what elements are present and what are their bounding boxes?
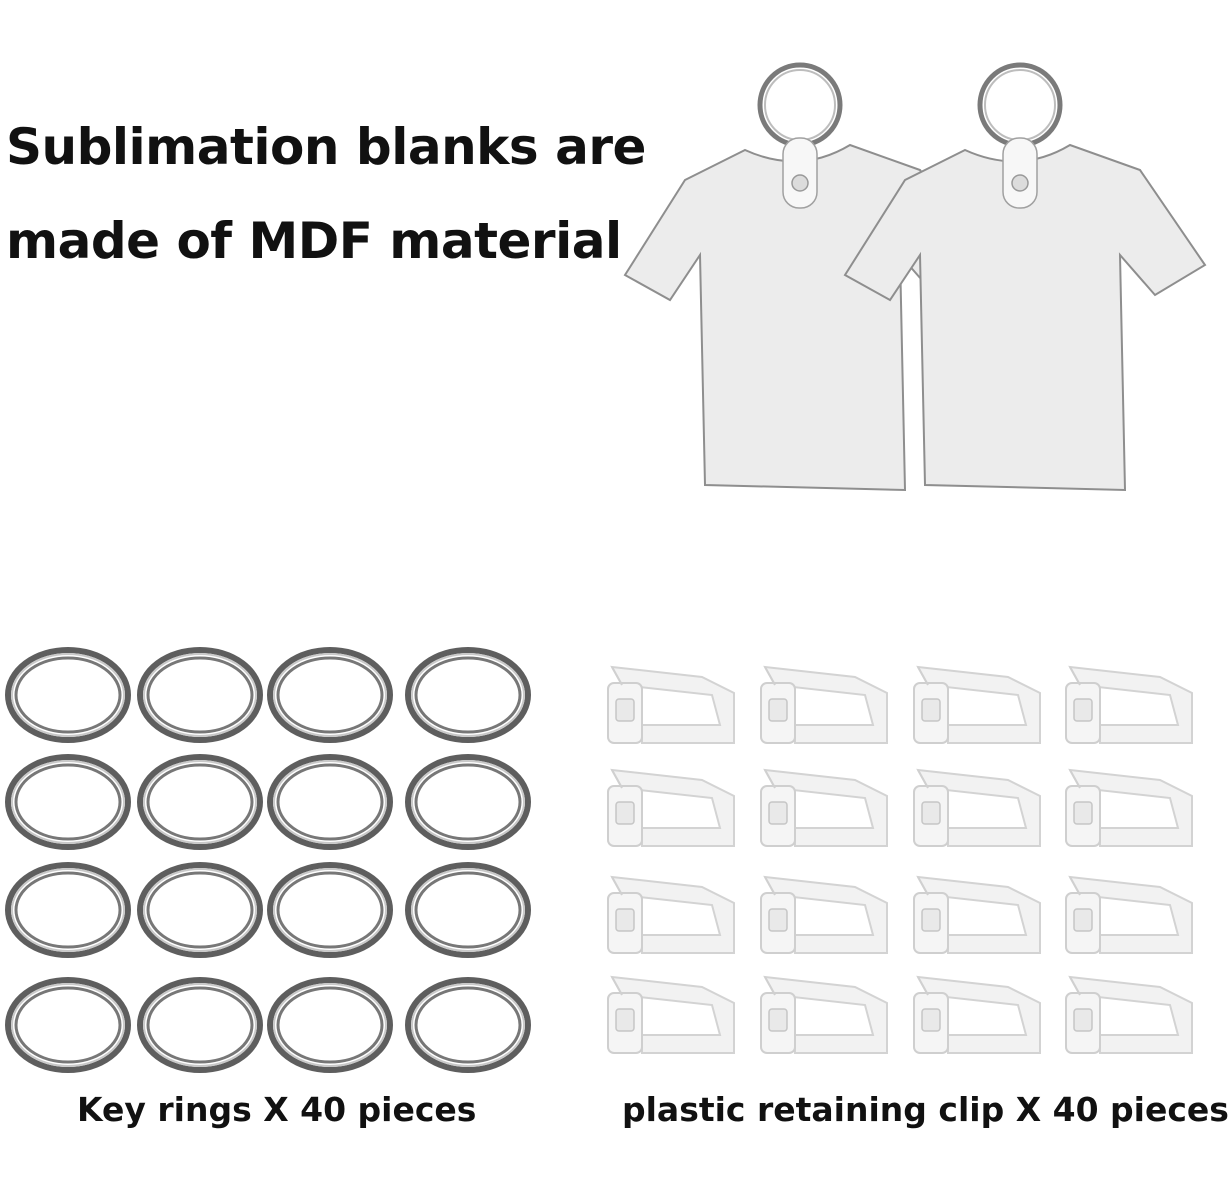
key-ring-icon xyxy=(137,862,263,958)
retaining-clip-icon xyxy=(913,768,1041,847)
retaining-clip-icon xyxy=(607,665,735,744)
retaining-clips-grid xyxy=(607,665,1193,1054)
key-rings-grid xyxy=(5,647,531,1073)
t-shirt-keychain-illustration xyxy=(615,50,1200,500)
key-ring-icon xyxy=(267,862,393,958)
retaining-clip-icon xyxy=(607,975,735,1054)
retaining-clip-icon xyxy=(760,875,888,954)
retaining-clip-icon xyxy=(760,975,888,1054)
key-ring-icon xyxy=(137,977,263,1073)
key-ring-icon xyxy=(405,647,531,743)
clips-caption: plastic retaining clip X 40 pieces xyxy=(622,1090,1229,1129)
retaining-clip-icon xyxy=(607,768,735,847)
key-ring-icon xyxy=(405,754,531,850)
key-ring-icon xyxy=(267,647,393,743)
headline: Sublimation blanks are made of MDF mater… xyxy=(6,100,646,288)
retaining-clip-icon xyxy=(760,665,888,744)
retaining-clip-icon xyxy=(760,768,888,847)
key-ring-icon xyxy=(267,977,393,1073)
retaining-clip-icon xyxy=(913,665,1041,744)
retaining-clip-icon xyxy=(1065,975,1193,1054)
key-ring-icon xyxy=(267,754,393,850)
retaining-clip-icon xyxy=(607,875,735,954)
key-ring-icon xyxy=(5,977,131,1073)
key-ring-icon xyxy=(137,647,263,743)
retaining-clip-icon xyxy=(1065,665,1193,744)
headline-line-1: Sublimation blanks are xyxy=(6,118,646,176)
key-ring-icon xyxy=(405,862,531,958)
key-ring-icon xyxy=(137,754,263,850)
key-ring-icon xyxy=(5,754,131,850)
retaining-clip-icon xyxy=(913,875,1041,954)
retaining-clip-icon xyxy=(1065,875,1193,954)
headline-line-2: made of MDF material xyxy=(6,212,622,270)
key-ring-icon xyxy=(5,862,131,958)
retaining-clip-icon xyxy=(1065,768,1193,847)
retaining-clip-icon xyxy=(913,975,1041,1054)
key-rings-caption: Key rings X 40 pieces xyxy=(77,1090,477,1129)
key-ring-icon xyxy=(405,977,531,1073)
key-ring-icon xyxy=(5,647,131,743)
